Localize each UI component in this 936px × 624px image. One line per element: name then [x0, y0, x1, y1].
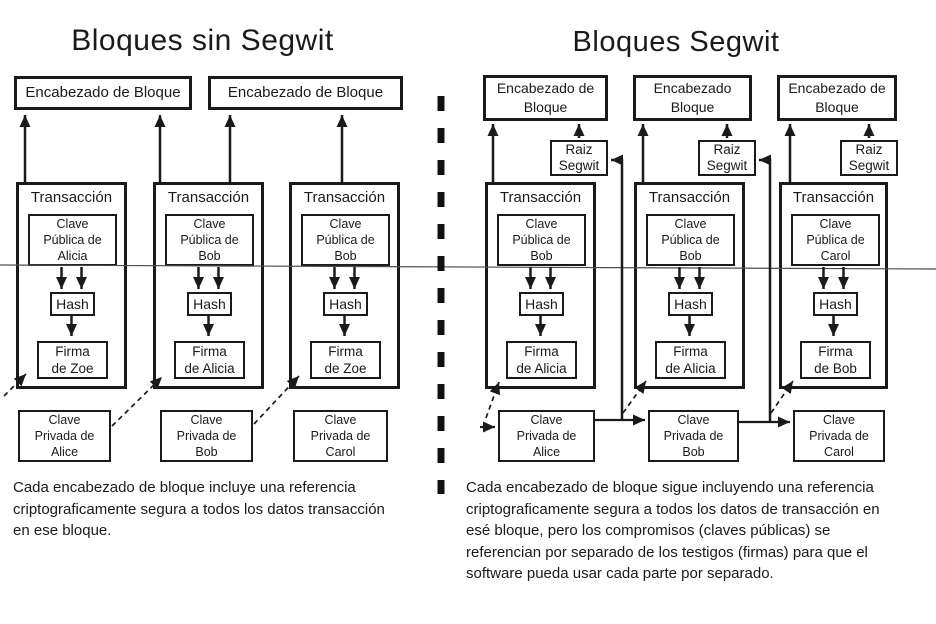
transaction-label: Transacción [792, 189, 875, 206]
public-key-box: Clave Pública de Bob [646, 214, 735, 266]
hash-box: Hash [323, 292, 368, 316]
private-key-box: Clave Privada de Alice [18, 410, 111, 462]
private-key-box: Clave Privada de Carol [293, 410, 388, 462]
transaction-label: Transacción [303, 189, 386, 206]
transaction-label: Transacción [167, 189, 250, 206]
block-header-box: Encabezado de Bloque [208, 76, 403, 110]
transaction-box: Transacción Clave Pública de Bob Hash Fi… [153, 182, 264, 389]
private-key-box: Clave Privada de Bob [648, 410, 739, 462]
left-panel-caption: Cada encabezado de bloque incluye una re… [13, 479, 385, 539]
transaction-box: Transacción Clave Pública de Carol Hash … [779, 182, 888, 389]
block-header-box: Encabezado de Bloque [483, 75, 608, 121]
private-key-box: Clave Privada de Carol [793, 410, 885, 462]
public-key-box: Clave Pública de Carol [791, 214, 880, 266]
signature-box: Firma de Zoe [37, 341, 108, 379]
hash-box: Hash [813, 292, 858, 316]
block-header-box: Encabezado Bloque [633, 75, 752, 121]
signature-box: Firma de Alicia [174, 341, 245, 379]
signature-box: Firma de Alicia [506, 341, 577, 379]
block-header-box: Encabezado de Bloque [777, 75, 897, 121]
transaction-box: Transacción Clave Pública de Bob Hash Fi… [289, 182, 400, 389]
transaction-label: Transacción [648, 189, 731, 206]
signature-box: Firma de Bob [800, 341, 871, 379]
public-key-box: Clave Pública de Bob [301, 214, 390, 266]
transaction-box: Transacción Clave Pública de Bob Hash Fi… [485, 182, 596, 389]
hash-box: Hash [668, 292, 713, 316]
hash-box: Hash [519, 292, 564, 316]
transaction-box: Transacción Clave Pública de Alicia Hash… [16, 182, 127, 389]
left-panel-title: Bloques sin Segwit [71, 24, 334, 57]
segwit-root-box: Raiz Segwit [550, 140, 608, 176]
private-key-box: Clave Privada de Alice [498, 410, 595, 462]
segwit-root-box: Raiz Segwit [840, 140, 898, 176]
block-header-box: Encabezado de Bloque [14, 76, 192, 110]
transaction-label: Transacción [499, 189, 582, 206]
private-key-box: Clave Privada de Bob [160, 410, 253, 462]
public-key-box: Clave Pública de Bob [497, 214, 586, 266]
right-panel-caption: Cada encabezado de bloque sigue incluyen… [466, 479, 880, 582]
hash-box: Hash [50, 292, 95, 316]
public-key-box: Clave Pública de Bob [165, 214, 254, 266]
hash-box: Hash [187, 292, 232, 316]
transaction-label: Transacción [30, 189, 113, 206]
public-key-box: Clave Pública de Alicia [28, 214, 117, 266]
right-panel-title: Bloques Segwit [572, 26, 780, 58]
signature-box: Firma de Alicia [655, 341, 726, 379]
signature-box: Firma de Zoe [310, 341, 381, 379]
transaction-box: Transacción Clave Pública de Bob Hash Fi… [634, 182, 745, 389]
left-header-arrows [19, 115, 348, 182]
segwit-root-box: Raiz Segwit [698, 140, 756, 176]
